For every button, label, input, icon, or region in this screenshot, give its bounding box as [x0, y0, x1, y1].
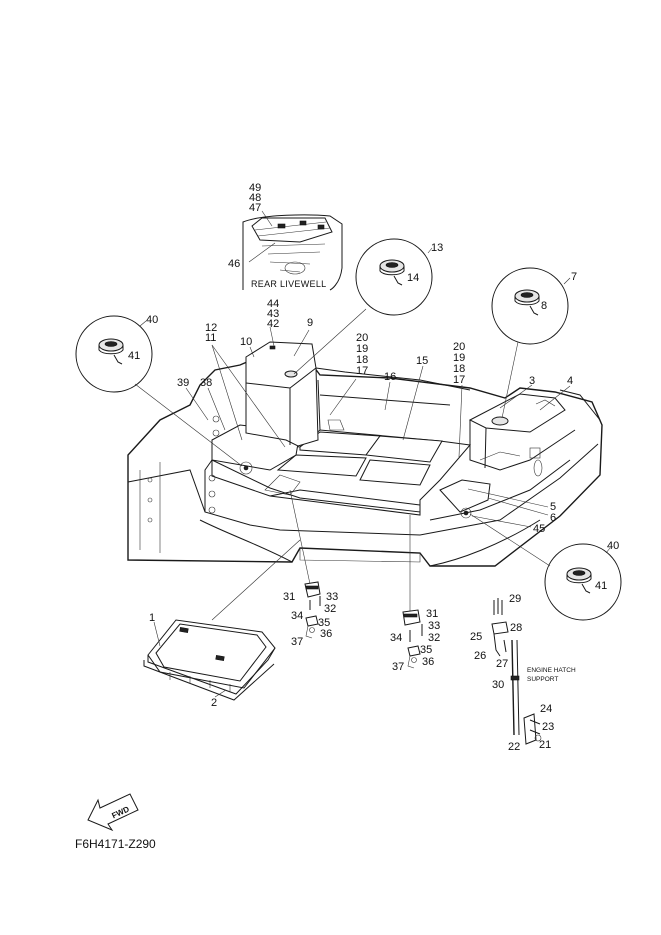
callout-2: 2 [211, 697, 217, 709]
callout-47: 47 [249, 202, 261, 214]
callout-34-left: 34 [291, 610, 303, 622]
leader-lines [134, 308, 571, 621]
callout-33-left: 33 [326, 591, 338, 603]
callout-46: 46 [228, 258, 240, 270]
callout-17-right: 17 [453, 374, 465, 386]
callout-17-left: 17 [356, 365, 368, 377]
callout-30: 30 [492, 679, 504, 691]
callout-1: 1 [149, 612, 155, 624]
callout-35-left: 35 [318, 617, 330, 629]
engine-hatch-support-label-1: ENGINE HATCH [527, 667, 576, 674]
callout-40-right: 40 [607, 540, 619, 552]
callout-44: 44 [267, 298, 279, 310]
hinge-group-right: 31 33 32 34 35 36 37 [390, 608, 440, 673]
detail-circle-14: 13 14 [355, 238, 443, 316]
callout-48: 48 [249, 192, 261, 204]
callout-11: 11 [205, 332, 216, 344]
callout-31-right: 31 [426, 608, 438, 620]
callout-36-right: 36 [422, 656, 434, 668]
callout-7: 7 [571, 271, 577, 283]
callout-19-left: 19 [356, 343, 368, 355]
callout-29: 29 [509, 593, 521, 605]
callout-25: 25 [470, 631, 482, 643]
callout-42: 42 [267, 318, 279, 330]
callout-23: 23 [542, 721, 554, 733]
callout-32-right: 32 [428, 632, 440, 644]
callout-24: 24 [540, 703, 552, 715]
callout-22: 22 [508, 741, 520, 753]
callout-26: 26 [474, 650, 486, 662]
callout-4: 4 [567, 375, 573, 387]
callout-21: 21 [539, 739, 551, 751]
callout-33-right: 33 [428, 620, 440, 632]
callout-3: 3 [529, 375, 535, 387]
hatch-lid: 1 2 [143, 612, 276, 709]
callout-15: 15 [416, 355, 428, 367]
callout-18-right: 18 [453, 363, 465, 375]
fwd-arrow: FWD [87, 793, 139, 832]
engine-hatch-support: 29 28 25 26 27 30 24 23 22 21 ENGINE HAT… [470, 593, 576, 753]
callout-37-right: 37 [392, 661, 404, 673]
callout-34-right: 34 [390, 632, 402, 644]
deck-assembly [127, 341, 603, 567]
callout-19-right: 19 [453, 352, 465, 364]
callout-14: 14 [407, 272, 419, 284]
callout-13: 13 [431, 242, 443, 254]
callout-36-left: 36 [320, 628, 332, 640]
callout-43: 43 [267, 308, 279, 320]
hinge-group-left: 31 33 32 34 35 36 37 [283, 581, 338, 648]
callout-39: 39 [177, 377, 189, 389]
callout-41-right: 41 [595, 580, 607, 592]
callout-37-left: 37 [291, 636, 303, 648]
callout-28: 28 [510, 622, 522, 634]
callout-5: 5 [550, 501, 556, 513]
callout-8: 8 [541, 300, 547, 312]
main-callouts: 44 43 42 9 12 11 10 20 19 18 17 20 19 18… [177, 298, 573, 535]
callout-35-right: 35 [420, 644, 432, 656]
callout-27: 27 [496, 658, 508, 670]
detail-circle-8: 7 8 [491, 267, 577, 345]
callout-38: 38 [200, 377, 212, 389]
callout-49: 49 [249, 182, 261, 194]
detail-circle-41-right: 40 41 [544, 540, 622, 621]
rear-livewell-label: REAR LIVEWELL [251, 279, 326, 289]
drawing-code: F6H4171-Z290 [75, 837, 156, 851]
callout-9: 9 [307, 317, 313, 329]
callout-31-left: 31 [283, 591, 295, 603]
callout-18-left: 18 [356, 354, 368, 366]
callout-16: 16 [384, 371, 396, 383]
engine-hatch-support-label-2: SUPPORT [527, 676, 558, 683]
callout-32-left: 32 [324, 603, 336, 615]
callout-20-right: 20 [453, 341, 465, 353]
detail-circle-41-left: 40 41 [75, 314, 158, 393]
callout-20-left: 20 [356, 332, 368, 344]
rear-livewell-detail: 49 48 47 46 REAR LIVEWELL [228, 182, 343, 291]
callout-41-left: 41 [128, 350, 140, 362]
callout-45: 45 [533, 523, 545, 535]
callout-6: 6 [550, 512, 556, 524]
callout-12: 12 [205, 322, 217, 334]
callout-40-left: 40 [146, 314, 158, 326]
callout-10: 10 [240, 336, 252, 348]
